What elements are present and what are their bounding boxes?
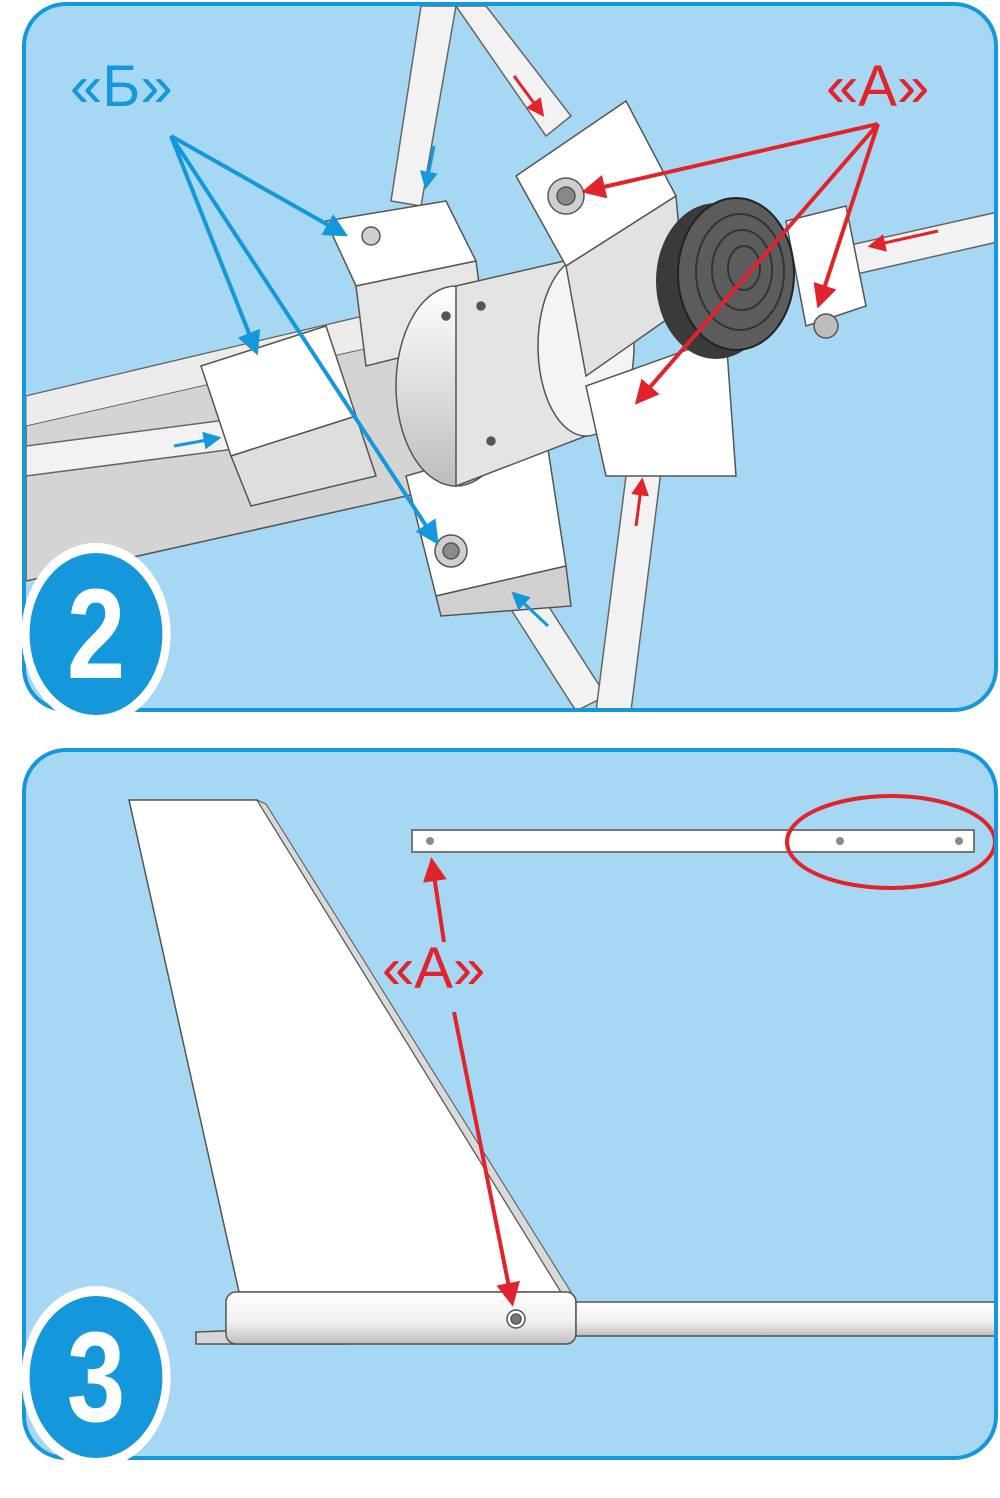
step-2-panel [22, 2, 998, 712]
strip-hole [836, 837, 844, 845]
rubber-cap [656, 197, 795, 359]
label-b-blue: «Б» [70, 54, 173, 119]
red-a-arrows [581, 122, 880, 405]
step-3-badge: 3 [21, 1286, 171, 1468]
red-insertion-arrows [512, 75, 939, 527]
blue-insertion-arrows [173, 145, 550, 628]
blue-b-arrows [169, 134, 439, 546]
step-3-illustration [128, 794, 994, 1345]
highlight-ellipse [785, 794, 994, 890]
label-a-red-step-3: «А» [382, 936, 486, 1001]
strip-hole [426, 837, 434, 845]
step-2-badge: 2 [21, 543, 171, 725]
step-2-illustration [26, 6, 994, 708]
tail-boom [195, 1291, 994, 1345]
strip-hole [955, 837, 963, 845]
step-3-panel [22, 748, 998, 1460]
flat-strip [411, 829, 975, 853]
red-a-arrows-step-3 [422, 857, 521, 1307]
label-a-red-step-2: «А» [826, 54, 930, 119]
